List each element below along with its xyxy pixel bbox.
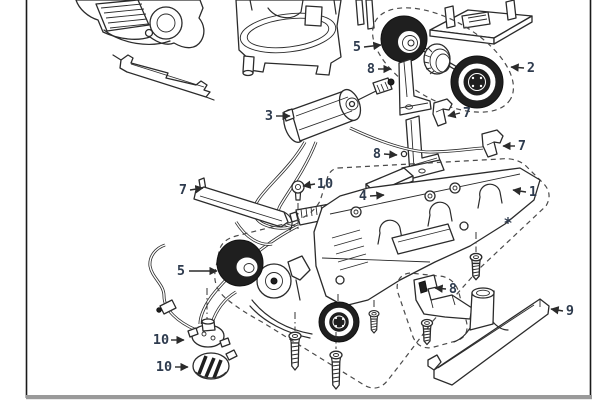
svg-text:10: 10 bbox=[153, 332, 169, 348]
callout-7-side-guard: 7 bbox=[179, 182, 204, 198]
callout-2-axle-set: 2 bbox=[510, 60, 535, 76]
callout-3-motor: 3 bbox=[265, 108, 291, 124]
svg-text:2: 2 bbox=[527, 60, 535, 76]
svg-text:9: 9 bbox=[566, 303, 574, 319]
callout-7-clip-right: 7 bbox=[502, 138, 526, 154]
svg-text:7: 7 bbox=[179, 182, 187, 198]
svg-text:7: 7 bbox=[463, 105, 471, 121]
callout-8-lever: 8 bbox=[434, 281, 457, 297]
interior-tub bbox=[235, 0, 375, 77]
front-bumper bbox=[249, 299, 313, 339]
callout-4-plate: 4 bbox=[359, 188, 385, 204]
clip-right bbox=[349, 126, 504, 158]
svg-text:7: 7 bbox=[518, 138, 526, 154]
round-disc-lower bbox=[192, 349, 238, 380]
callout-10-round-disc: 10 bbox=[156, 359, 189, 375]
svg-text:1: 1 bbox=[529, 184, 537, 200]
svg-text:8: 8 bbox=[373, 146, 381, 162]
metal-plate-bracket bbox=[112, 54, 215, 101]
small-screw bbox=[291, 180, 305, 230]
svg-text:8: 8 bbox=[449, 281, 457, 297]
callout-1-chassis: 1 bbox=[512, 184, 537, 200]
motor-pinion bbox=[372, 77, 393, 95]
svg-text:8: 8 bbox=[367, 61, 375, 77]
axle-bracket-upper bbox=[398, 58, 432, 116]
rear-axle-wheel-set bbox=[371, 7, 515, 113]
svg-text:4: 4 bbox=[359, 188, 367, 204]
svg-text:5: 5 bbox=[177, 263, 185, 279]
callout-10-screw: 10 bbox=[302, 176, 333, 192]
base-skid bbox=[427, 287, 550, 386]
callout-9-base-skid: 9 bbox=[550, 303, 574, 319]
callout-7-clip-upper: 7 bbox=[447, 105, 471, 121]
svg-text:10: 10 bbox=[317, 176, 333, 192]
side-guard-rail bbox=[193, 177, 293, 246]
lever-bracket-group bbox=[396, 272, 473, 349]
clip-upper bbox=[432, 98, 453, 127]
motor bbox=[283, 77, 395, 143]
callout-5-front-tire: 5 bbox=[177, 263, 218, 279]
chassis-group bbox=[214, 158, 550, 389]
callouts: 5 2 8 3 7 7 8 7 bbox=[153, 39, 574, 375]
callout-10-round-unit: 10 bbox=[153, 332, 185, 348]
body-shell-fragment bbox=[75, 0, 205, 49]
footnote-asterisk: * bbox=[503, 214, 512, 232]
callout-8-tower: 8 bbox=[373, 146, 398, 162]
svg-text:10: 10 bbox=[156, 359, 172, 375]
mount-plate bbox=[429, 0, 533, 45]
svg-text:3: 3 bbox=[265, 108, 273, 124]
svg-text:5: 5 bbox=[353, 39, 361, 55]
callout-5-rear-wheel: 5 bbox=[353, 39, 382, 55]
frame-bottom-shadow bbox=[26, 395, 592, 400]
round-unit-upper bbox=[148, 243, 237, 348]
front-tire-left bbox=[216, 239, 264, 287]
callout-8-upper-bracket: 8 bbox=[367, 61, 392, 77]
